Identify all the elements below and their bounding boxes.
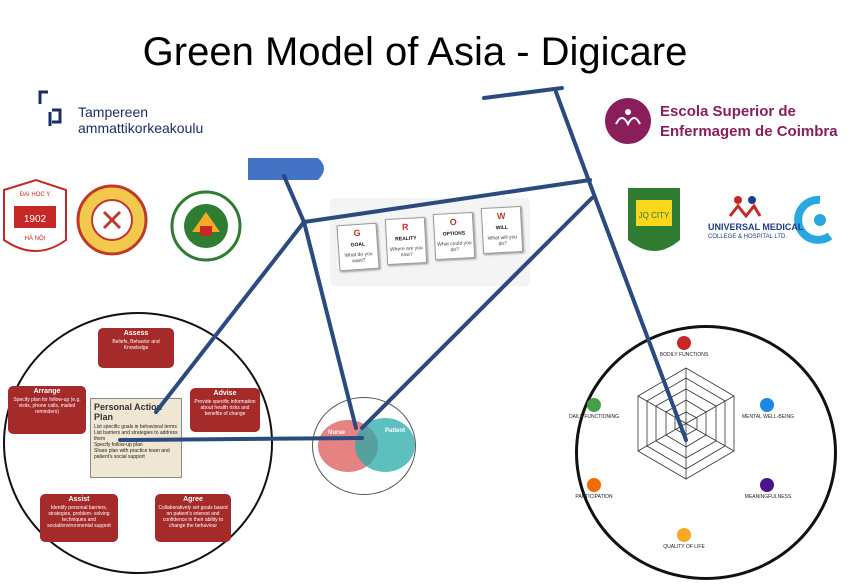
coimbra-line1: Escola Superior de [660,103,796,120]
coimbra-line2: Enfermagem de Coimbra [660,123,838,140]
umc-line2: COLLEGE & HOSPITAL LTD. [708,234,787,240]
radar-web [637,367,735,480]
patient-label: Patient [385,428,406,434]
plan-line: Specify follow-up plan [94,442,143,448]
umc-logo-icon [728,196,762,219]
jq-city-text: JQ CITY [639,211,670,220]
arrange-box: Arrange Specify plan for follow-up (e.g.… [8,386,86,434]
tamk-line2: ammattikorkeakoulu [78,120,204,136]
five-a-circle [3,312,273,574]
nurse-label: Nurse [328,430,346,436]
hanoi-seal-icon: 1902 ĐẠI HỌC Y HÀ NỘI [3,178,67,252]
radar-label: PARTICIPATION [575,494,613,500]
radar-circle [575,325,837,580]
tamk-line1: Tampereen [78,104,149,120]
daily-functioning-icon [587,398,601,412]
jq-city-logo-icon: JQ CITY [628,188,680,251]
tamk-logo-icon [38,90,62,126]
trade-school-seal-icon [76,184,148,256]
arrange-text: Specify plan for follow-up (e.g. visits,… [13,397,81,415]
umc-line1: UNIVERSAL MEDICAL [708,222,804,232]
radar-label: MEANINGFULNESS [744,494,792,500]
radar-label: QUALITY OF LIFE [663,544,705,550]
quality-of-life-icon [677,528,691,542]
advise-text: Provide specific information about healt… [194,399,256,417]
coimbra-name: Escola Superior de Enfermagem de Coimbra [660,102,838,142]
page-title: Green Model of Asia - Digicare [142,30,688,74]
mental-wellbeing-icon [760,398,774,412]
advise-title: Advise [213,390,237,397]
arrange-title: Arrange [33,388,61,395]
saddle [248,158,324,180]
umc-name: UNIVERSAL MEDICAL COLLEGE & HOSPITAL LTD… [708,222,808,242]
assist-box: Assist Identify personal barriers, strat… [40,494,118,542]
nursing-university-seal-icon [170,190,242,262]
hanoi-seal-top: ĐẠI HỌC Y [20,192,51,198]
personal-action-plan: Personal Action Plan List specific goals… [90,398,182,478]
radar-label: MENTAL WELL-BEING [742,414,794,420]
assist-title: Assist [68,496,90,503]
bike-frame [118,86,688,442]
hanoi-seal-bottom: HÀ NỘI [25,235,46,242]
assess-box: Assess Beliefs, Behavior and Knowledge [98,328,174,368]
plan-title: Personal Action Plan [94,402,163,422]
radar-label: DAILY FUNCTIONING [568,414,620,420]
plan-line: List specific goals in behavioral terms [94,424,177,430]
meaningfulness-icon [760,478,774,492]
tamk-name: Tampereen ammattikorkeakoulu [78,104,203,136]
coimbra-logo-icon [605,98,651,144]
plan-line: List barriers and strategies to address … [94,430,178,442]
advise-box: Advise Provide specific information abou… [190,388,260,432]
assess-title: Assess [123,330,149,337]
assist-text: Identify personal barriers, strategies, … [47,505,111,529]
venn-circle [312,397,416,495]
swirl-logo-icon [794,195,833,244]
assess-text: Beliefs, Behavior and Knowledge [112,339,160,351]
hanoi-seal-year: 1902 [24,214,47,225]
agree-title: Agree [183,496,203,503]
agree-box: Agree Collaboratively set goals based on… [155,494,231,542]
radar-label: BODILY FUNCTIONS [659,352,709,358]
agree-text: Collaboratively set goals based on patie… [158,505,228,529]
participation-icon [587,478,601,492]
bodily-functions-icon [677,336,691,350]
plan-line: Share plan with practice team and patien… [94,448,170,460]
